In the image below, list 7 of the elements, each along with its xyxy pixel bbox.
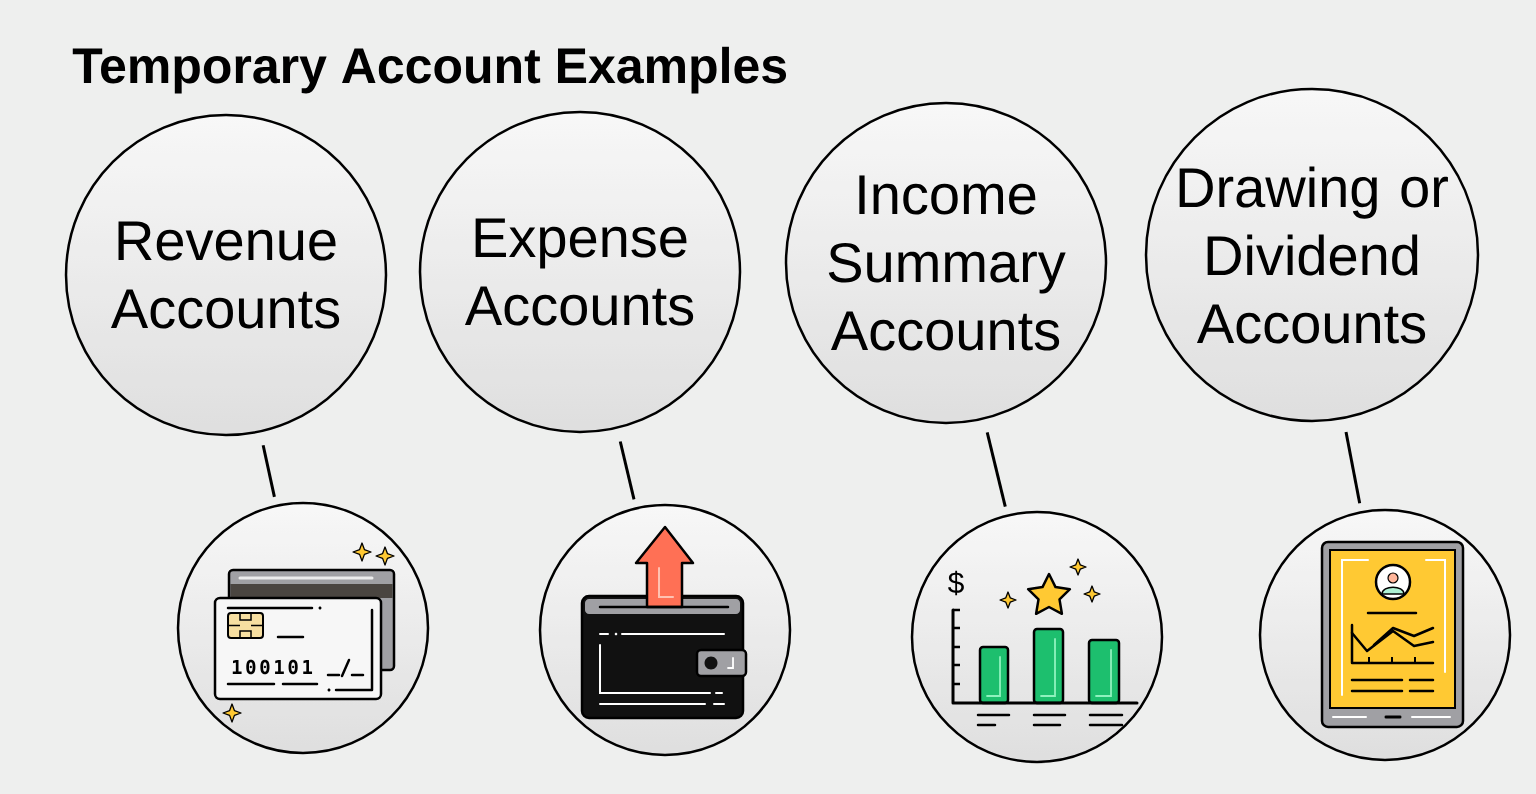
connector-line: [618, 441, 636, 500]
title: Temporary Account Examples: [72, 46, 787, 94]
connector-line: [261, 444, 276, 498]
connector-line: [985, 431, 1007, 507]
connector-line: [1344, 431, 1362, 504]
dollar-sign: $: [948, 570, 964, 596]
card-number: 100101: [232, 659, 313, 675]
